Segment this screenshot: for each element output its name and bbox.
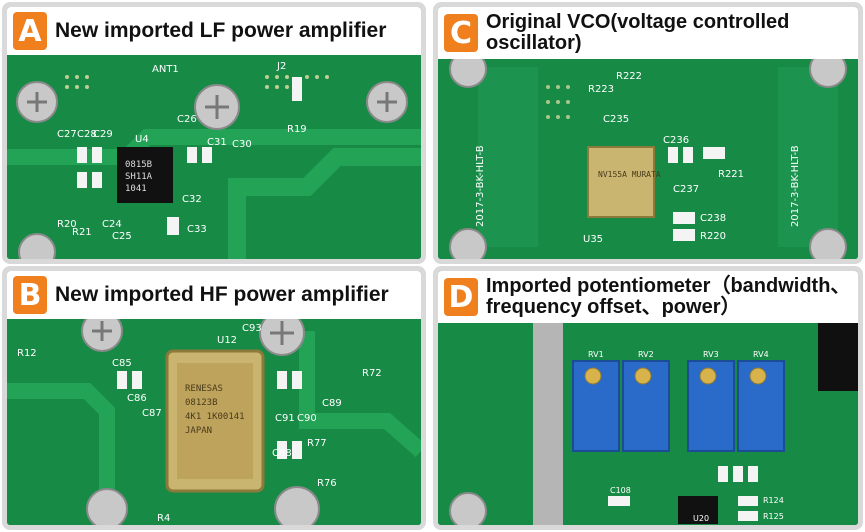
panel-hf-amplifier: RENESAS 08123B 4K1 1K00141 JAPAN R12 U12… — [2, 266, 426, 530]
pcb-silkscreen-label: 4K1 1K00141 — [185, 412, 245, 422]
pcb-silkscreen-label: RV3 — [703, 350, 719, 359]
pcb-silkscreen-label: R221 — [718, 169, 744, 180]
pcb-silkscreen-label: RV1 — [588, 350, 604, 359]
pcb-silkscreen-label: C91 — [275, 413, 295, 424]
caption-b: B New imported HF power amplifier — [7, 271, 421, 319]
caption-a: A New imported LF power amplifier — [7, 7, 421, 55]
caption-d: D Imported potentiometer（bandwidth、 freq… — [438, 271, 858, 323]
panel-letter-c: C — [444, 14, 478, 52]
pcb-silkscreen-label: C85 — [112, 358, 132, 369]
pcb-silkscreen-label: C32 — [182, 194, 202, 205]
label-ant1: ANT1 — [152, 64, 179, 75]
pcb-silkscreen-label: C28 — [77, 129, 97, 140]
potentiometers — [572, 360, 785, 452]
pcb-silkscreen-label: U12 — [217, 335, 237, 346]
pcb-silkscreen-label: R222 — [616, 71, 642, 82]
pcb-silkscreen-label: 08123B — [185, 398, 218, 408]
pcb-silkscreen-label: C87 — [142, 408, 162, 419]
pcb-silkscreen-label: R76 — [317, 478, 337, 489]
pcb-silkscreen-label: R19 — [287, 124, 307, 135]
pcb-silkscreen-label: C30 — [232, 139, 252, 150]
pcb-silkscreen-label: C31 — [207, 137, 227, 148]
pcb-silkscreen-label: C90 — [297, 413, 317, 424]
pcb-silkscreen-label: C108 — [610, 486, 631, 495]
pcb-silkscreen-label: RENESAS — [185, 384, 223, 394]
caption-c: C Original VCO(voltage controlled oscill… — [438, 7, 858, 59]
pcb-silkscreen-label: NV155A MURATA — [598, 170, 661, 179]
pcb-silkscreen-label: C27 — [57, 129, 77, 140]
pcb-silkscreen-label: R220 — [700, 231, 726, 242]
pcb-silkscreen-label: C24 — [102, 219, 122, 230]
caption-text-c: Original VCO(voltage controlled oscillat… — [486, 11, 790, 54]
pcb-silkscreen-label: R72 — [362, 368, 382, 379]
pcb-silkscreen-label: RV2 — [638, 350, 654, 359]
pcb-silkscreen-label: C25 — [112, 231, 132, 242]
pcb-silkscreen-label: SH11A — [125, 172, 153, 182]
pcb-silkscreen-label: R124 — [763, 496, 784, 505]
caption-text-d: Imported potentiometer（bandwidth、 freque… — [486, 275, 851, 318]
pcb-silkscreen-label: U4 — [135, 134, 149, 145]
pcb-silkscreen-label: JAPAN — [185, 426, 212, 436]
pcb-silkscreen-label: U20 — [693, 514, 709, 523]
pcb-silkscreen-label: C93 — [242, 323, 262, 334]
caption-text-b: New imported HF power amplifier — [55, 282, 389, 306]
pcb-silkscreen-label: C86 — [127, 393, 147, 404]
photo-hf-amplifier: RENESAS 08123B 4K1 1K00141 JAPAN R12 U12… — [7, 271, 421, 525]
pcb-silkscreen-label: C236 — [663, 135, 689, 146]
panel-vco: NV155A MURATA R223 R222 C235 C236 C237 R… — [433, 2, 863, 264]
pcb-silkscreen-label: C29 — [93, 129, 113, 140]
pcb-silkscreen-label: 2017-3-BK-HLT-B — [475, 145, 486, 227]
pcb-silkscreen-label: 0815B — [125, 160, 152, 170]
panel-letter-a: A — [13, 12, 47, 50]
caption-text-a: New imported LF power amplifier — [55, 18, 387, 42]
panel-potentiometer: RV1 RV2 RV3 RV4 C108 R124 R125 U20 D Imp… — [433, 266, 863, 530]
pcb-silkscreen-label: R12 — [17, 348, 37, 359]
pcb-silkscreen-label: R21 — [72, 227, 92, 238]
pcb-silkscreen-label: RV4 — [753, 350, 769, 359]
photo-potentiometer: RV1 RV2 RV3 RV4 C108 R124 R125 U20 D Imp… — [438, 271, 858, 525]
photo-lf-amplifier: 0815B SH11A 1041 ANT1 J2 U4 C27 C28 C29 … — [7, 7, 421, 259]
panel-letter-b: B — [13, 276, 47, 314]
pcb-silkscreen-label: U35 — [583, 234, 603, 245]
panel-letter-d: D — [444, 278, 478, 316]
pcb-silkscreen-label: J2 — [276, 61, 286, 72]
pcb-silkscreen-label: R20 — [57, 219, 77, 230]
pcb-silkscreen-label: 2017-3-BK-HLT-B — [790, 145, 801, 227]
pcb-silkscreen-label: C33 — [187, 224, 207, 235]
pcb-silkscreen-label: C89 — [322, 398, 342, 409]
pcb-silkscreen-label: R77 — [307, 438, 327, 449]
photo-vco: NV155A MURATA R223 R222 C235 C236 C237 R… — [438, 7, 858, 259]
pcb-silkscreen-label: R125 — [763, 512, 784, 521]
pcb-silkscreen-label: C88 — [272, 448, 292, 459]
pcb-silkscreen-label: C235 — [603, 114, 629, 125]
pcb-silkscreen-label: R223 — [588, 84, 614, 95]
pcb-silkscreen-label: C238 — [700, 213, 726, 224]
panel-lf-amplifier: 0815B SH11A 1041 ANT1 J2 U4 C27 C28 C29 … — [2, 2, 426, 264]
pcb-silkscreen-label: C26 — [177, 114, 197, 125]
pcb-silkscreen-label: R4 — [157, 513, 170, 524]
pcb-silkscreen-label: 1041 — [125, 184, 147, 194]
pcb-silkscreen-label: C237 — [673, 184, 699, 195]
